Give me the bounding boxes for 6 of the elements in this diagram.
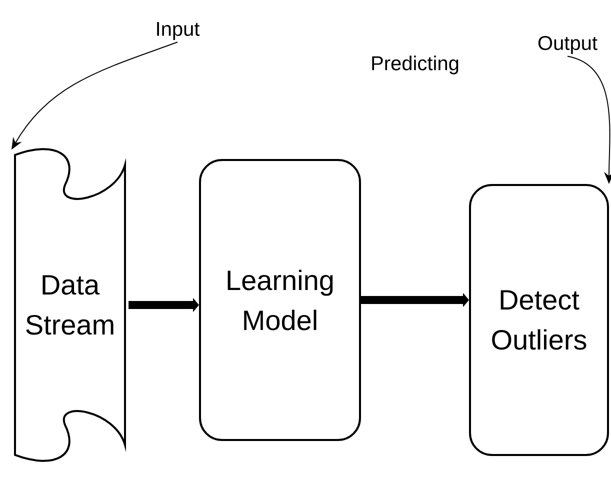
annotation-text: Predicting: [372, 56, 458, 74]
process-box: Detect Outliers: [469, 184, 609, 456]
data-stream-tape: Data Stream: [14, 148, 126, 462]
annotation-text: Input: [157, 22, 200, 40]
annotation-text: Output: [538, 36, 598, 54]
process-box: Learning Model: [199, 159, 361, 441]
